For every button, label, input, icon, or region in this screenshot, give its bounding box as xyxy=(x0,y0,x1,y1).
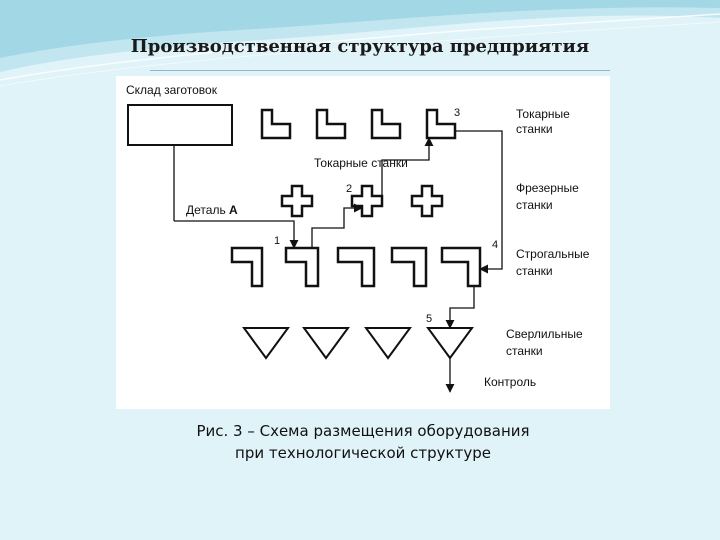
milling-row xyxy=(280,184,444,218)
lathes-label-line2: станки xyxy=(516,122,553,136)
slide-title: Производственная структура предприятия xyxy=(130,36,590,57)
milling-label-line2: станки xyxy=(516,198,553,212)
lathe-machine xyxy=(260,108,292,140)
step-number-4: 4 xyxy=(492,239,498,251)
lathe-machine xyxy=(315,108,347,140)
caption-line-1: Рис. 3 – Схема размещения оборудования xyxy=(196,422,530,440)
drilling-row xyxy=(242,327,474,360)
planing-machine xyxy=(284,246,320,288)
control-label: Контроль xyxy=(484,375,536,389)
planing-machine xyxy=(336,246,376,288)
lathe-group-label: Токарные станки xyxy=(314,156,408,170)
milling-machine xyxy=(280,184,314,218)
step-number-5: 5 xyxy=(426,313,432,325)
drilling-machine xyxy=(426,327,474,360)
warehouse-box xyxy=(127,104,233,146)
planing-machine xyxy=(440,246,482,288)
decorative-wave xyxy=(0,0,720,87)
lathes-label-line1: Токарные xyxy=(516,107,570,121)
part-label: Деталь А xyxy=(186,203,238,217)
milling-machine xyxy=(350,184,384,218)
planing-machine xyxy=(230,246,264,288)
drilling-label-line2: станки xyxy=(506,344,543,358)
part-route xyxy=(173,130,503,393)
figure-caption: Рис. 3 – Схема размещения оборудования п… xyxy=(116,420,610,464)
caption-line-2: при технологической структуре xyxy=(235,444,491,462)
lathe-row xyxy=(260,108,457,140)
drilling-machine xyxy=(302,327,350,360)
planing-label-line2: станки xyxy=(516,264,553,278)
warehouse-label: Склад заготовок xyxy=(126,83,218,97)
drilling-label-line1: Сверлильные xyxy=(506,327,583,341)
lathe-machine xyxy=(425,108,457,140)
layout-diagram: Склад заготовок 3 Токарные станки 2 1 4 xyxy=(116,76,610,409)
planing-row xyxy=(230,246,482,288)
planing-machine xyxy=(390,246,428,288)
title-divider xyxy=(150,70,610,71)
milling-machine xyxy=(410,184,444,218)
step-number-2: 2 xyxy=(346,183,352,195)
drilling-machine xyxy=(364,327,412,360)
lathe-machine xyxy=(370,108,402,140)
milling-label-line1: Фрезерные xyxy=(516,181,579,195)
drilling-machine xyxy=(242,327,290,360)
step-number-1: 1 xyxy=(274,235,280,247)
step-number-3: 3 xyxy=(454,107,460,119)
planing-label-line1: Строгальные xyxy=(516,247,590,261)
